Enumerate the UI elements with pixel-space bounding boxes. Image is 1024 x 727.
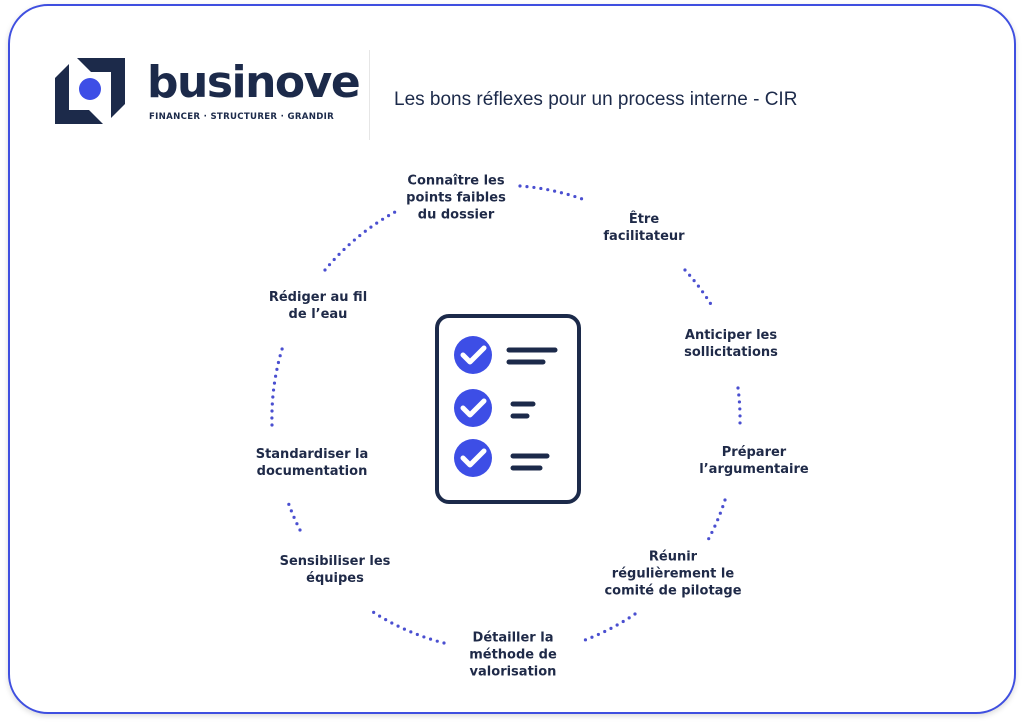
checklist-icon (435, 314, 581, 504)
dotted-arc (270, 344, 285, 427)
header-divider (369, 50, 370, 140)
check-circle-icon (454, 389, 492, 427)
step-label-line: de l’eau (288, 307, 348, 322)
step-label-line: l’argumentaire (699, 462, 809, 477)
businove-logo-icon (55, 58, 125, 124)
dotted-arc (368, 608, 446, 645)
step-label: Rédiger au fil de l’eau (269, 289, 367, 323)
dotted-arc (583, 612, 637, 642)
page-title: Les bons réflexes pour un process intern… (394, 89, 798, 110)
step-label-line: Anticiper les (684, 328, 778, 343)
step-label-line: Réunir (648, 549, 698, 565)
dotted-arc (683, 268, 714, 308)
step-label-line: Rédiger au fil (268, 290, 368, 305)
step-label-line: Détailler la (472, 630, 554, 646)
step-label-line: Être (628, 212, 660, 227)
step-label: Sensibiliser les équipes (280, 553, 391, 587)
step-label-line: du dossier (417, 207, 495, 223)
check-circle-icon (454, 336, 492, 374)
brand-tagline: FINANCER · STRUCTURER · GRANDIR (149, 112, 335, 122)
step-label: Préparer l’argumentaire (699, 444, 808, 478)
step-label-line: Connaître les (407, 173, 505, 189)
step-label-line: équipes (306, 571, 364, 586)
step-label-line: sollicitations (684, 345, 778, 360)
step-label: Être facilitateur (603, 211, 684, 245)
step-label-line: points faibles (406, 190, 506, 206)
brand-name: businove (147, 57, 361, 108)
dotted-arc (323, 210, 397, 272)
step-label-line: régulièrement le (611, 566, 735, 582)
step-label: Anticiper les sollicitations (684, 327, 778, 361)
step-label-line: Préparer (721, 445, 787, 460)
step-label-line: facilitateur (603, 229, 685, 244)
dotted-arc (286, 500, 302, 532)
check-circle-icon (454, 439, 492, 477)
step-label-line: Sensibiliser les (279, 554, 391, 569)
dotted-arc (518, 184, 587, 202)
step-label-line: comité de pilotage (604, 583, 742, 599)
step-label: Standardiser la documentation (256, 446, 369, 480)
step-label-line: documentation (256, 464, 368, 479)
dotted-arc (706, 498, 727, 542)
step-label-line: méthode de (469, 647, 557, 663)
step-label-line: Standardiser la (255, 447, 369, 462)
step-label-line: valorisation (469, 664, 557, 680)
dotted-arc (736, 386, 742, 426)
